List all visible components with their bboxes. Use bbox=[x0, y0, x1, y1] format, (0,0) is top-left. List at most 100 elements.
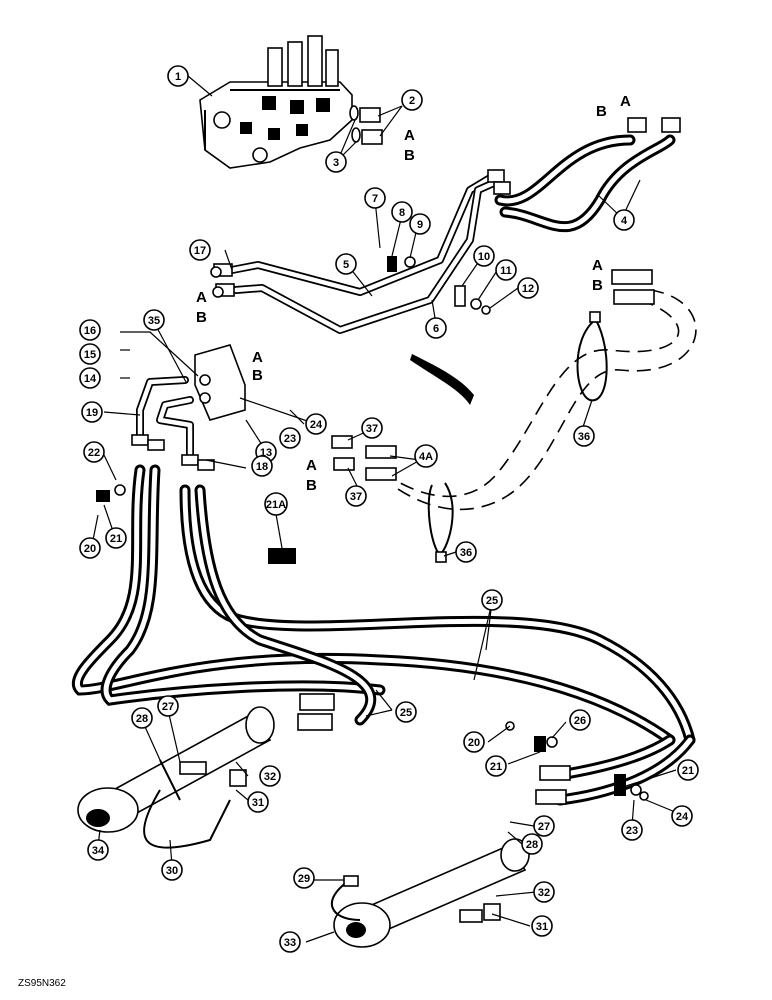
callout-22: 22 bbox=[83, 441, 105, 463]
svg-text:31: 31 bbox=[536, 921, 548, 933]
port-labels: A B A B A B A B A B A B bbox=[196, 93, 631, 494]
svg-text:28: 28 bbox=[526, 839, 538, 851]
callout-23: 23 bbox=[279, 427, 301, 449]
valve-fittings bbox=[349, 105, 383, 145]
callout-6: 6 bbox=[425, 317, 447, 339]
callout-31: 31 bbox=[247, 791, 269, 813]
port-label-b: B bbox=[196, 309, 207, 326]
callout-28: 28 bbox=[131, 707, 153, 729]
svg-text:32: 32 bbox=[538, 887, 550, 899]
svg-text:23: 23 bbox=[626, 825, 638, 837]
callout-20: 20 bbox=[463, 731, 485, 753]
callout-2: 2 bbox=[401, 89, 423, 111]
callout-30: 30 bbox=[161, 859, 183, 881]
callout-4: 4 bbox=[613, 209, 635, 231]
callout-21: 21 bbox=[485, 755, 507, 777]
svg-text:2: 2 bbox=[409, 95, 415, 107]
clamp-26 bbox=[505, 721, 558, 752]
clamp-upper-left bbox=[96, 484, 126, 502]
long-hoses-25 bbox=[71, 464, 696, 806]
port-label-b: B bbox=[404, 147, 415, 164]
svg-text:8: 8 bbox=[399, 207, 405, 219]
callout-36: 36 bbox=[455, 541, 477, 563]
callout-16: 16 bbox=[79, 319, 101, 341]
svg-text:14: 14 bbox=[84, 373, 97, 385]
steel-tube-6 bbox=[232, 178, 500, 334]
svg-text:28: 28 bbox=[136, 713, 148, 725]
svg-text:27: 27 bbox=[162, 701, 174, 713]
callout-32: 32 bbox=[259, 765, 281, 787]
svg-text:20: 20 bbox=[468, 737, 480, 749]
svg-text:30: 30 bbox=[166, 865, 178, 877]
svg-text:22: 22 bbox=[88, 447, 100, 459]
svg-text:1: 1 bbox=[175, 71, 181, 83]
mounting-bracket bbox=[131, 344, 246, 471]
callout-20: 20 bbox=[79, 537, 101, 559]
hydraulic-cylinder-33 bbox=[330, 838, 530, 948]
svg-text:16: 16 bbox=[84, 325, 96, 337]
callout-36: 36 bbox=[573, 425, 595, 447]
port-label-b: B bbox=[596, 103, 607, 120]
svg-text:15: 15 bbox=[84, 349, 96, 361]
svg-text:29: 29 bbox=[298, 873, 310, 885]
callout-32: 32 bbox=[533, 881, 555, 903]
port-label-a: A bbox=[306, 457, 317, 474]
clamp-right bbox=[614, 774, 649, 801]
callout-23: 23 bbox=[621, 819, 643, 841]
svg-text:12: 12 bbox=[522, 283, 534, 295]
svg-text:26: 26 bbox=[574, 715, 586, 727]
svg-text:4: 4 bbox=[621, 215, 628, 227]
hydraulic-cylinder-34 bbox=[77, 706, 275, 849]
tie-strap-lower bbox=[427, 482, 454, 563]
svg-text:10: 10 bbox=[478, 251, 490, 263]
svg-text:20: 20 bbox=[84, 543, 96, 555]
callout-24: 24 bbox=[671, 805, 693, 827]
port-label-a: A bbox=[252, 349, 263, 366]
callout-21a: 21A bbox=[264, 492, 288, 516]
callout-14: 14 bbox=[79, 367, 101, 389]
svg-text:25: 25 bbox=[486, 595, 498, 607]
svg-text:17: 17 bbox=[194, 245, 206, 257]
tube-end-fittings bbox=[213, 169, 511, 297]
callout-10: 10 bbox=[473, 245, 495, 267]
svg-text:24: 24 bbox=[676, 811, 689, 823]
callout-3: 3 bbox=[325, 151, 347, 173]
svg-text:11: 11 bbox=[500, 265, 512, 277]
port-label-b: B bbox=[252, 367, 263, 384]
port-label-a: A bbox=[620, 93, 631, 110]
callout-12: 12 bbox=[517, 277, 539, 299]
callout-15: 15 bbox=[79, 343, 101, 365]
callout-18: 18 bbox=[251, 455, 273, 477]
valve-tube-fittings-17 bbox=[210, 266, 224, 298]
svg-text:25: 25 bbox=[400, 707, 412, 719]
svg-text:23: 23 bbox=[284, 433, 296, 445]
callout-31: 31 bbox=[531, 915, 553, 937]
svg-text:37: 37 bbox=[350, 491, 362, 503]
callout-21: 21 bbox=[677, 759, 699, 781]
svg-text:21: 21 bbox=[682, 765, 694, 777]
callout-28: 28 bbox=[521, 833, 543, 855]
callout-8: 8 bbox=[391, 201, 413, 223]
svg-text:9: 9 bbox=[417, 219, 423, 231]
svg-text:33: 33 bbox=[284, 937, 296, 949]
svg-text:31: 31 bbox=[252, 797, 264, 809]
callouts: 1 2 3 4 5 6 7 8 9 10 11 12 13 14 15 16 1… bbox=[79, 65, 699, 953]
callout-21: 21 bbox=[105, 527, 127, 549]
svg-text:36: 36 bbox=[460, 547, 472, 559]
port-label-a: A bbox=[404, 127, 415, 144]
svg-text:4A: 4A bbox=[419, 451, 433, 463]
svg-text:37: 37 bbox=[366, 423, 378, 435]
callout-4a: 4A bbox=[414, 444, 438, 468]
clamp-tube bbox=[387, 256, 491, 315]
svg-text:32: 32 bbox=[264, 771, 276, 783]
hoses-4 bbox=[494, 117, 681, 233]
svg-text:19: 19 bbox=[86, 407, 98, 419]
callout-34: 34 bbox=[87, 839, 109, 861]
callout-27: 27 bbox=[157, 695, 179, 717]
hose-clamp-21a bbox=[268, 548, 296, 564]
callout-26: 26 bbox=[569, 709, 591, 731]
svg-text:34: 34 bbox=[92, 845, 105, 857]
routing-arrow bbox=[410, 354, 474, 405]
callout-33: 33 bbox=[279, 931, 301, 953]
fittings-37-4a bbox=[331, 435, 397, 481]
